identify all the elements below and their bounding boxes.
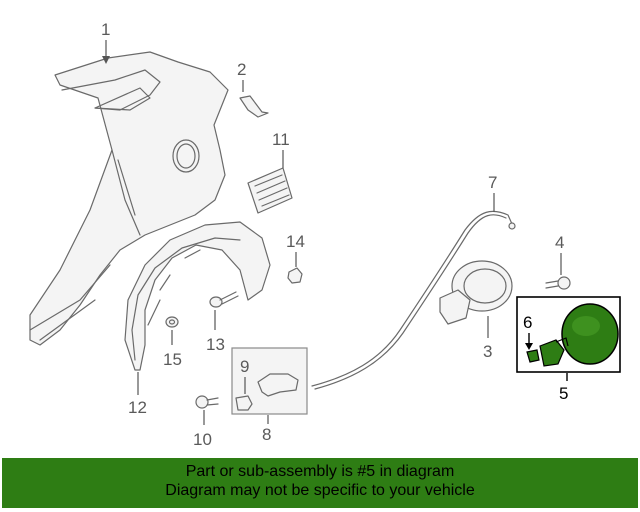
fuel-door-hinge: [539, 339, 565, 367]
callout-12: 12: [128, 372, 147, 417]
svg-text:12: 12: [128, 398, 147, 417]
svg-text:4: 4: [555, 233, 564, 252]
callout-7: 7: [488, 173, 497, 212]
callout-15: 15: [163, 330, 182, 369]
svg-text:10: 10: [193, 430, 212, 449]
svg-text:1: 1: [101, 20, 110, 39]
callout-9: 9: [240, 357, 249, 394]
banner-line-1: Part or sub-assembly is #5 in diagram: [185, 463, 455, 480]
svg-text:15: 15: [163, 350, 182, 369]
screw-4-part: [545, 276, 571, 290]
release-cable-part: [311, 210, 516, 390]
callout-8: 8: [262, 415, 271, 444]
callout-4: 4: [555, 233, 564, 275]
bolt-10-part: [195, 395, 219, 409]
svg-text:3: 3: [483, 342, 492, 361]
svg-text:7: 7: [488, 173, 497, 192]
svg-text:14: 14: [286, 232, 305, 251]
filler-housing-part: [439, 260, 513, 325]
info-banner: Part or sub-assembly is #5 in diagram Di…: [2, 458, 638, 508]
callout-13: 13: [206, 310, 225, 354]
svg-text:11: 11: [272, 130, 290, 149]
wheelhouse-liner-part: [124, 221, 271, 371]
svg-text:5: 5: [559, 384, 568, 403]
grommet-15-part: [165, 316, 179, 328]
callout-2: 2: [237, 60, 246, 92]
screw-13-part: [209, 291, 239, 308]
banner-line-2: Diagram may not be specific to your vehi…: [165, 482, 475, 499]
callout-6: 6: [523, 313, 533, 350]
callout-5: 5: [559, 373, 568, 403]
parts-diagram: 1 2 11 12 13 14: [29, 20, 621, 449]
clip-14-part: [287, 267, 303, 284]
bracket-part: [239, 95, 269, 118]
callout-3: 3: [483, 316, 492, 361]
quarter-panel-part: [29, 51, 229, 346]
svg-text:2: 2: [237, 60, 246, 79]
callout-11: 11: [272, 130, 290, 168]
fuel-door-assembly-box[interactable]: [516, 296, 621, 373]
callout-10: 10: [193, 410, 212, 449]
svg-text:13: 13: [206, 335, 225, 354]
vent-grille-part: [247, 167, 293, 214]
svg-text:6: 6: [523, 313, 532, 332]
svg-text:8: 8: [262, 425, 271, 444]
callout-1: 1: [101, 20, 110, 64]
fuel-door-clip: [526, 349, 540, 363]
svg-text:9: 9: [240, 357, 249, 376]
callout-14: 14: [286, 232, 305, 267]
